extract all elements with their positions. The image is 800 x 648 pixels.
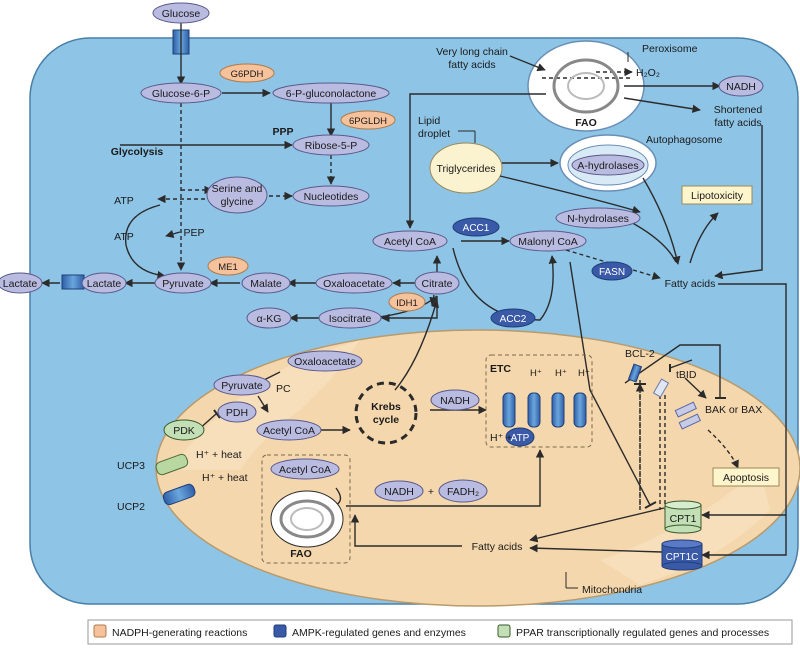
- fattyacids-label: Fatty acids: [665, 278, 716, 290]
- pyruvate-label: Pyruvate: [162, 278, 204, 290]
- etc-channels: [502, 392, 587, 428]
- lipotoxicity-box: [681, 185, 753, 205]
- nhydrolases-label: N-hydrolases: [567, 213, 629, 225]
- legend-label-nadph: NADPH-generating reactions: [112, 627, 247, 639]
- nadh-top-label: NADH: [726, 81, 756, 93]
- bcl2-bak-channels: [627, 363, 701, 430]
- g6pdh-label: G6PDH: [231, 69, 264, 80]
- lactate-label: Lactate: [87, 278, 122, 290]
- pgldh-label: 6PGLDH: [349, 116, 387, 127]
- idh1-label: IDH1: [396, 298, 418, 309]
- ucp3-label: UCP3: [117, 460, 145, 472]
- legend-swatch-blue: [273, 624, 287, 638]
- m-acetylcoa-label: Acetyl CoA: [263, 425, 315, 437]
- lipid-droplet: [429, 142, 503, 194]
- acc1-label: ACC1: [463, 223, 490, 234]
- glucose-label: Glucose: [162, 8, 201, 20]
- cpt1-cylinder: [664, 500, 702, 534]
- mitochondria-label: Mitochondria: [582, 584, 642, 596]
- etc-label: ETC: [490, 363, 511, 375]
- vlcfa-label-2: fatty acids: [448, 59, 495, 71]
- autophagosome-label: Autophagosome: [646, 134, 723, 146]
- akg-label: α-KG: [257, 313, 282, 325]
- atp-label-2: ATP: [114, 231, 134, 243]
- pdh-label: PDH: [226, 407, 248, 419]
- me1-label: ME1: [218, 262, 238, 273]
- heat-label-2: H⁺ + heat: [202, 472, 248, 484]
- citrate-label: Citrate: [422, 278, 453, 290]
- plus-label: +: [428, 486, 434, 498]
- pc-label: PC: [276, 383, 291, 395]
- ucp-channels: [155, 453, 196, 506]
- apoptosis-label: Apoptosis: [723, 472, 769, 484]
- tbid-label: tBID: [676, 369, 697, 381]
- lipotoxicity-label: Lipotoxicity: [691, 190, 744, 202]
- krebs-label-1: Krebs: [371, 401, 401, 413]
- krebs-label-2: cycle: [373, 414, 399, 426]
- nucleotides-label: Nucleotides: [304, 191, 359, 203]
- lipid-label-2: droplet: [418, 128, 450, 140]
- malonylcoa-label: Malonyl CoA: [518, 236, 578, 248]
- fao-top-label: FAO: [575, 117, 597, 129]
- vlcfa-label-1: Very long chain: [436, 46, 508, 58]
- fao-acetylcoa-label: Acetyl CoA: [279, 464, 331, 476]
- serine-label-1: Serine and: [212, 183, 263, 195]
- malate-label: Malate: [250, 278, 282, 290]
- legend-swatch-green: [497, 624, 511, 638]
- hplus-label-1: H⁺: [530, 368, 542, 379]
- cpt1-label: CPT1: [670, 513, 697, 525]
- triglycerides-label: Triglycerides: [436, 163, 495, 175]
- shortened-label-1: Shortened: [714, 104, 763, 116]
- krebs-cycle-ring: [354, 381, 418, 445]
- peroxisome-label: Peroxisome: [642, 43, 698, 55]
- pep-label: PEP: [183, 227, 204, 239]
- m-pyruvate-label: Pyruvate: [221, 380, 263, 392]
- cpt1c-label: CPT1C: [666, 552, 699, 563]
- legend-label-ampk: AMPK-regulated genes and enzymes: [292, 627, 466, 639]
- bak-label: BAK or BAX: [705, 404, 762, 416]
- heat-label-1: H⁺ + heat: [196, 449, 242, 461]
- legend: NADPH-generating reactions AMPK-regulate…: [87, 619, 793, 645]
- hplus-atp-label: H⁺ +: [490, 432, 512, 444]
- glucose6p-label: Glucose-6-P: [152, 88, 210, 100]
- fadh2-label: FADH₂: [447, 486, 479, 498]
- ucp2-label: UCP2: [117, 501, 145, 513]
- nadh-b-label: NADH: [384, 486, 414, 498]
- h2o2-label: H₂O₂: [636, 67, 660, 79]
- ribose5p-label: Ribose-5-P: [305, 140, 358, 152]
- shortened-label-2: fatty acids: [714, 117, 761, 129]
- bcl2-label: BCL-2: [625, 348, 655, 360]
- oxaloacetate-label: Oxaloacetate: [323, 278, 385, 290]
- acc2-label: ACC2: [500, 314, 527, 325]
- atp-m-label: ATP: [511, 433, 530, 444]
- lipid-label-1: Lipid: [418, 115, 440, 127]
- legend-label-ppar: PPAR transcriptionally regulated genes a…: [516, 627, 769, 639]
- lactate-transporter-icon: [61, 274, 85, 290]
- acetylcoa-label: Acetyl CoA: [384, 236, 436, 248]
- legend-swatch-orange: [93, 624, 107, 638]
- hplus-label-3: H⁺: [578, 368, 590, 379]
- fao-mito-icon: [270, 58, 620, 548]
- serine-label-2: glycine: [221, 196, 254, 208]
- isocitrate-label: Isocitrate: [329, 313, 372, 325]
- cpt1c-cylinder: [661, 539, 703, 571]
- atp-label-1: ATP: [114, 195, 134, 207]
- pdk-label: PDK: [173, 425, 195, 437]
- m-oxaloacetate-label: Oxaloacetate: [294, 356, 356, 368]
- apoptosis-box: [712, 467, 780, 487]
- fao-m-label: FAO: [290, 548, 312, 560]
- mitochondrion: [155, 329, 800, 607]
- fao-box: [261, 454, 351, 564]
- etc-box: [485, 354, 593, 448]
- hplus-label-2: H⁺: [555, 368, 567, 379]
- m-fattyacids-label: Fatty acids: [472, 541, 523, 553]
- gluconolactone-label: 6-P-gluconolactone: [286, 88, 377, 100]
- lactate-out-label: Lactate: [3, 278, 38, 290]
- ppp-label: PPP: [272, 126, 293, 138]
- fasn-label: FASN: [599, 267, 625, 278]
- m-nadh-label: NADH: [440, 395, 470, 407]
- ahydrolases-label: A-hydrolases: [577, 160, 638, 172]
- glycolysis-label: Glycolysis: [111, 146, 164, 158]
